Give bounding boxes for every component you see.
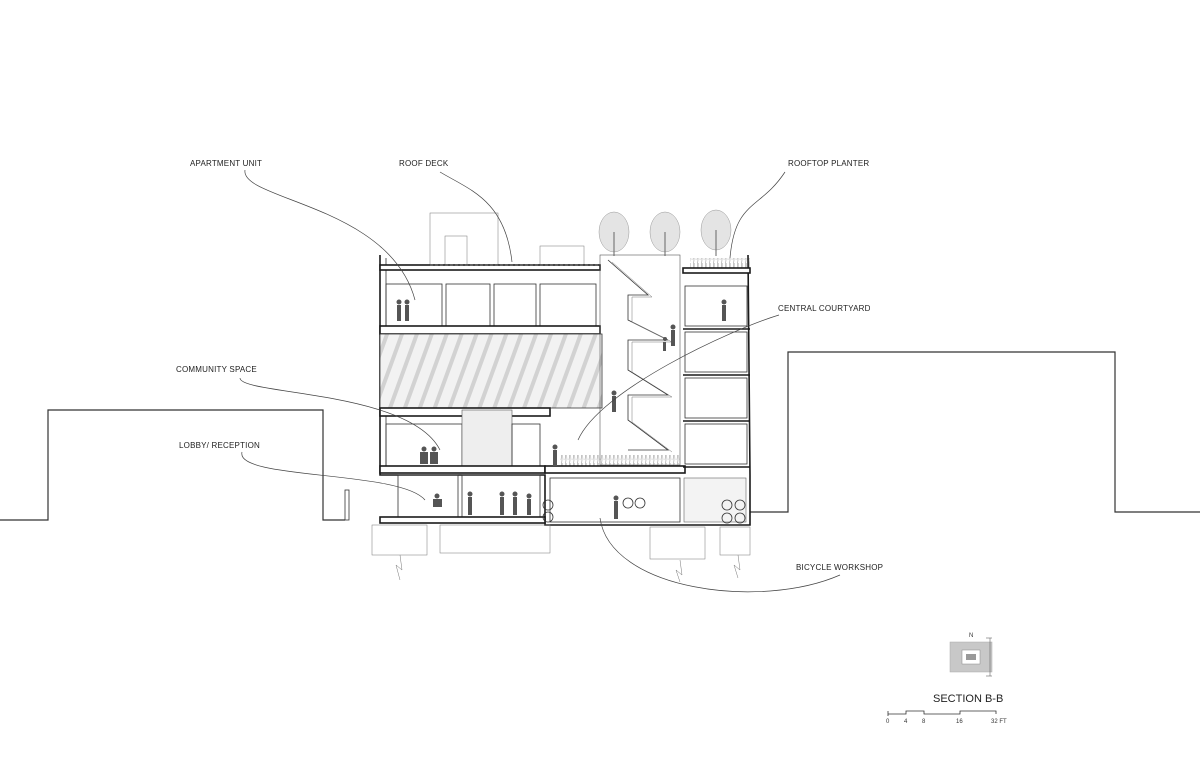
scale-tick-8: 8 bbox=[922, 719, 926, 725]
foundations bbox=[371, 524, 751, 583]
section-title: SECTION B-B bbox=[933, 693, 1003, 705]
scale-tick-0: 0 bbox=[886, 719, 890, 725]
right-apartments bbox=[683, 285, 750, 468]
key-plan-north-label: N bbox=[969, 633, 973, 639]
label-lobby-reception: LOBBY/ RECEPTION bbox=[179, 441, 260, 450]
scale-tick-16: 16 bbox=[956, 719, 963, 725]
label-apartment-unit: APARTMENT UNIT bbox=[190, 159, 262, 168]
roof-penthouse bbox=[429, 212, 585, 267]
scale-tick-32: 32 FT bbox=[991, 719, 1007, 725]
key-plan: N bbox=[949, 633, 993, 677]
scale-tick-4: 4 bbox=[904, 719, 908, 725]
human-figures bbox=[396, 299, 746, 524]
rooftop-trees bbox=[598, 209, 750, 270]
leader-lines bbox=[239, 169, 841, 593]
label-rooftop-planter: ROOFTOP PLANTER bbox=[788, 159, 869, 168]
building-section bbox=[371, 254, 751, 583]
scale-bar: 0 4 8 16 32 FT bbox=[886, 710, 1007, 725]
label-community-space: COMMUNITY SPACE bbox=[176, 365, 257, 374]
site-context bbox=[0, 351, 1200, 521]
label-bicycle-workshop: BICYCLE WORKSHOP bbox=[796, 563, 883, 572]
central-stair bbox=[599, 254, 681, 466]
annotation-labels: APARTMENT UNIT ROOF DECK ROOFTOP PLANTER… bbox=[176, 159, 883, 572]
label-roof-deck: ROOF DECK bbox=[399, 159, 449, 168]
label-central-courtyard: CENTRAL COURTYARD bbox=[778, 304, 871, 313]
